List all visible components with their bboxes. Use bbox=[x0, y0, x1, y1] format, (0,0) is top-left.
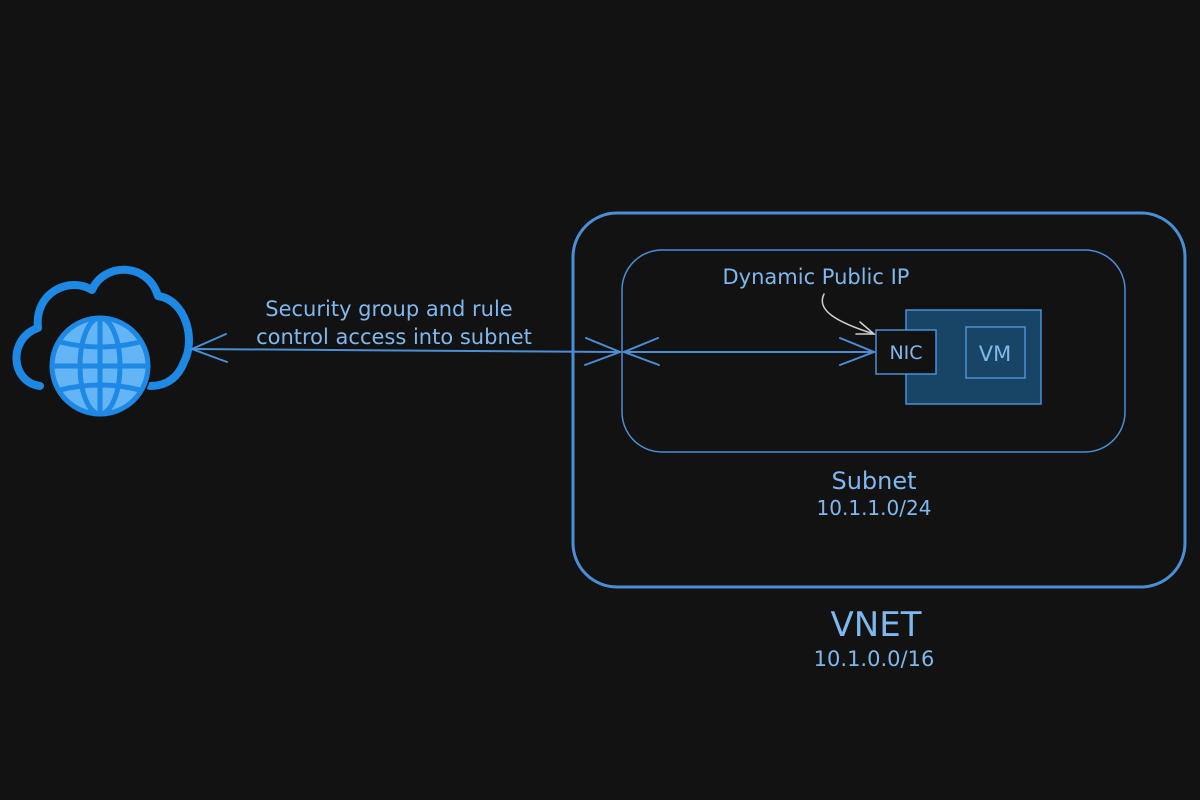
subnet-name-label: Subnet bbox=[831, 467, 916, 495]
public-ip-label: Dynamic Public IP bbox=[723, 265, 910, 289]
connection-label-line2: control access into subnet bbox=[256, 325, 532, 349]
connection-arrow bbox=[189, 333, 623, 366]
subnet-boundary bbox=[621, 249, 1126, 453]
subnet-cidr-label: 10.1.1.0/24 bbox=[817, 496, 932, 520]
connection-label-line1: Security group and rule bbox=[265, 297, 512, 321]
cloud-globe-icon bbox=[12, 265, 193, 418]
vnet-name-label: VNET bbox=[831, 605, 922, 645]
vnet-cidr-label: 10.1.0.0/16 bbox=[814, 647, 935, 671]
vnet-boundary bbox=[571, 211, 1187, 589]
nic-box bbox=[875, 329, 937, 375]
vm-box bbox=[965, 326, 1026, 379]
public-ip-pointer bbox=[821, 293, 877, 335]
nic-label: NIC bbox=[889, 342, 922, 364]
vm-label: VM bbox=[979, 342, 1011, 366]
subnet-nic-arrow bbox=[621, 337, 877, 366]
